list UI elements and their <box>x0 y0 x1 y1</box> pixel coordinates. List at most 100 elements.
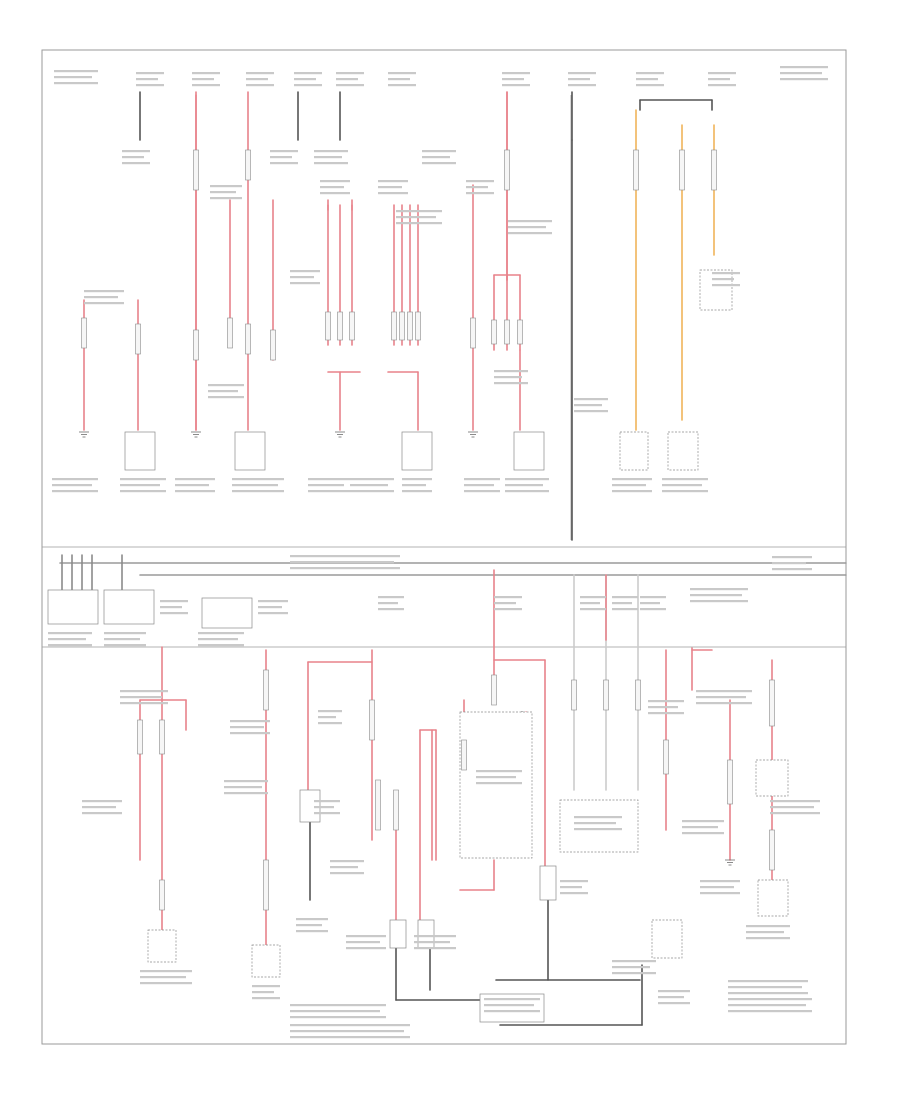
unreadable-caption <box>728 980 808 995</box>
caption-stroke <box>346 947 386 950</box>
unreadable-caption <box>746 925 790 940</box>
unreadable-caption <box>612 596 638 611</box>
connector <box>603 679 609 711</box>
caption-stroke <box>308 490 350 493</box>
caption-stroke <box>192 78 214 81</box>
caption-stroke <box>140 970 192 973</box>
caption-stroke <box>502 84 530 87</box>
unreadable-caption <box>568 72 596 87</box>
unreadable-caption <box>346 935 386 950</box>
caption-stroke <box>574 404 602 407</box>
caption-stroke <box>320 192 350 195</box>
unreadable-caption <box>612 478 652 493</box>
unreadable-caption <box>120 690 168 705</box>
caption-stroke <box>350 484 388 487</box>
caption-stroke <box>712 272 740 275</box>
caption-stroke <box>648 706 678 709</box>
caption-stroke <box>136 84 164 87</box>
caption-stroke <box>414 947 456 950</box>
unreadable-caption <box>396 210 442 225</box>
caption-stroke <box>82 812 122 815</box>
caption-stroke <box>696 690 752 693</box>
caption-stroke <box>568 84 596 87</box>
unreadable-caption <box>314 800 340 815</box>
caption-stroke <box>746 925 790 928</box>
caption-stroke <box>84 290 124 293</box>
caption-stroke <box>494 370 528 373</box>
caption-stroke <box>378 596 404 599</box>
caption-stroke <box>52 490 98 493</box>
unreadable-caption <box>560 880 588 895</box>
unreadable-caption <box>296 918 328 933</box>
caption-stroke <box>396 216 436 219</box>
component-box <box>667 431 699 471</box>
caption-stroke <box>648 712 684 715</box>
unreadable-caption <box>636 72 664 87</box>
caption-stroke <box>682 820 724 823</box>
caption-stroke <box>120 696 162 699</box>
unreadable-caption <box>232 478 284 493</box>
caption-stroke <box>494 382 528 385</box>
caption-stroke <box>772 568 812 571</box>
caption-stroke <box>484 1010 540 1013</box>
unreadable-caption <box>712 272 740 287</box>
caption-stroke <box>728 998 812 1001</box>
component-box <box>251 944 281 978</box>
caption-stroke <box>290 1010 380 1013</box>
caption-stroke <box>314 150 348 153</box>
caption-stroke <box>252 997 280 1000</box>
caption-stroke <box>476 776 516 779</box>
component-box <box>459 711 533 859</box>
unreadable-caption <box>662 478 708 493</box>
component-box <box>47 589 99 625</box>
unreadable-caption <box>414 935 456 950</box>
caption-stroke <box>82 806 116 809</box>
unreadable-caption <box>574 398 608 413</box>
component-box <box>401 431 433 471</box>
caption-stroke <box>290 270 320 273</box>
caption-stroke <box>494 602 516 605</box>
caption-stroke <box>574 822 616 825</box>
caption-stroke <box>208 396 244 399</box>
caption-stroke <box>580 596 606 599</box>
caption-stroke <box>728 992 808 995</box>
unreadable-caption <box>690 588 748 603</box>
caption-stroke <box>290 282 320 285</box>
unreadable-caption <box>270 150 298 165</box>
caption-stroke <box>82 800 122 803</box>
caption-stroke <box>120 702 168 705</box>
caption-stroke <box>290 1016 386 1019</box>
caption-stroke <box>270 162 298 165</box>
caption-stroke <box>378 192 408 195</box>
caption-stroke <box>84 302 124 305</box>
connector <box>517 319 523 345</box>
component-box <box>651 919 683 959</box>
caption-stroke <box>210 185 242 188</box>
connector <box>245 323 251 355</box>
caption-stroke <box>662 484 702 487</box>
caption-stroke <box>780 78 828 81</box>
unreadable-caption <box>290 555 400 570</box>
caption-stroke <box>728 1010 812 1013</box>
ground-symbol <box>191 431 201 438</box>
caption-stroke <box>580 602 600 605</box>
connector <box>727 759 733 805</box>
caption-stroke <box>388 72 416 75</box>
unreadable-caption <box>378 180 408 195</box>
caption-stroke <box>422 162 456 165</box>
caption-stroke <box>290 555 400 558</box>
caption-stroke <box>612 490 652 493</box>
caption-stroke <box>120 478 166 481</box>
unreadable-caption <box>422 150 456 165</box>
caption-stroke <box>320 180 350 183</box>
caption-stroke <box>484 998 540 1001</box>
caption-stroke <box>708 78 730 81</box>
caption-stroke <box>464 484 494 487</box>
caption-stroke <box>772 556 812 559</box>
component-box <box>103 589 155 625</box>
caption-stroke <box>208 384 244 387</box>
unreadable-caption <box>320 180 350 195</box>
caption-stroke <box>296 930 328 933</box>
caption-stroke <box>396 222 442 225</box>
